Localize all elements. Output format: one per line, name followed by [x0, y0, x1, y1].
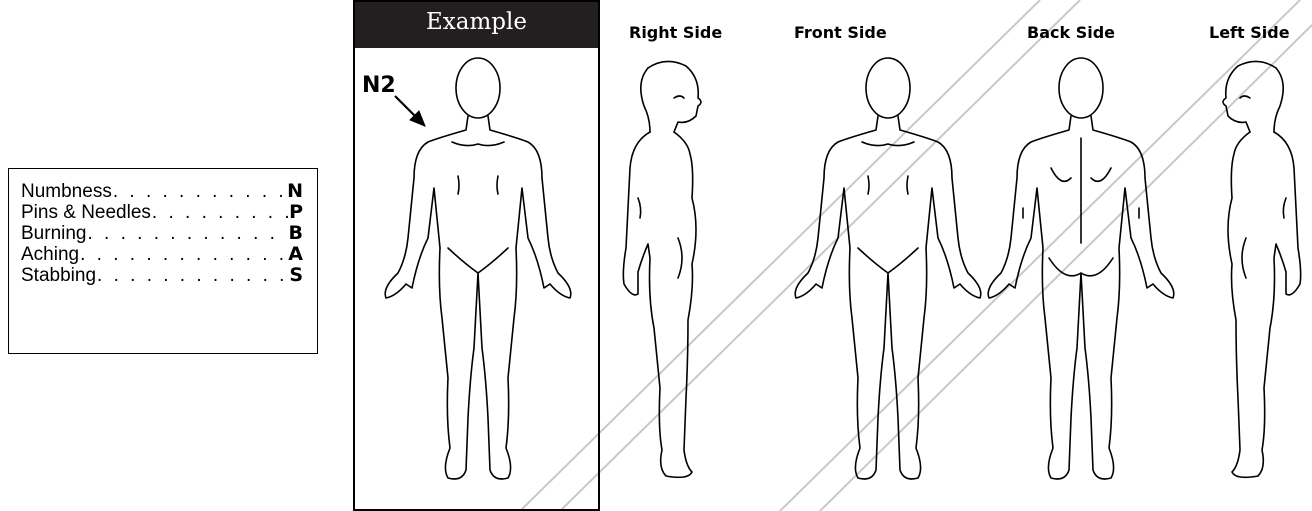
legend-code: B	[289, 223, 303, 244]
legend-leader: . . . . . . . . . . . . . . . . . .	[97, 265, 288, 286]
legend-leader: . . . . . . . . . . . . . . . . . . .	[88, 223, 288, 244]
view-title-right-side: Right Side	[629, 23, 722, 42]
legend-row-pins-needles: Pins & Needles . . . . . . . . . . . . .…	[21, 202, 303, 223]
front-side-figure	[788, 58, 988, 498]
legend-label: Numbness	[21, 181, 112, 202]
view-title-back-side: Back Side	[1027, 23, 1115, 42]
legend-code: P	[289, 202, 303, 223]
symptom-legend: Numbness . . . . . . . . . . . . . . . .…	[8, 168, 318, 354]
view-title-left-side: Left Side	[1209, 23, 1290, 42]
legend-row-burning: Burning . . . . . . . . . . . . . . . . …	[21, 223, 303, 244]
legend-label: Stabbing	[21, 265, 96, 286]
legend-label: Aching	[21, 244, 79, 265]
legend-code: A	[288, 244, 303, 265]
legend-leader: . . . . . . . . . . . . . . . .	[152, 202, 288, 223]
back-side-figure	[981, 58, 1181, 498]
legend-row-aching: Aching . . . . . . . . . . . . . . . . .…	[21, 244, 303, 265]
legend-label: Pins & Needles	[21, 202, 151, 223]
right-side-figure	[608, 58, 728, 498]
view-title-front-side: Front Side	[794, 23, 887, 42]
example-header: Example	[355, 2, 598, 48]
example-front-figure	[378, 58, 578, 498]
legend-leader: . . . . . . . . . . . . . . . . . . .	[80, 244, 287, 265]
legend-row-stabbing: Stabbing . . . . . . . . . . . . . . . .…	[21, 265, 303, 286]
legend-code: S	[289, 265, 303, 286]
legend-row-numbness: Numbness . . . . . . . . . . . . . . . .…	[21, 181, 303, 202]
legend-leader: . . . . . . . . . . . . . . . .	[113, 181, 286, 202]
left-side-figure	[1196, 58, 1312, 498]
legend-code: N	[287, 181, 303, 202]
legend-label: Burning	[21, 223, 87, 244]
